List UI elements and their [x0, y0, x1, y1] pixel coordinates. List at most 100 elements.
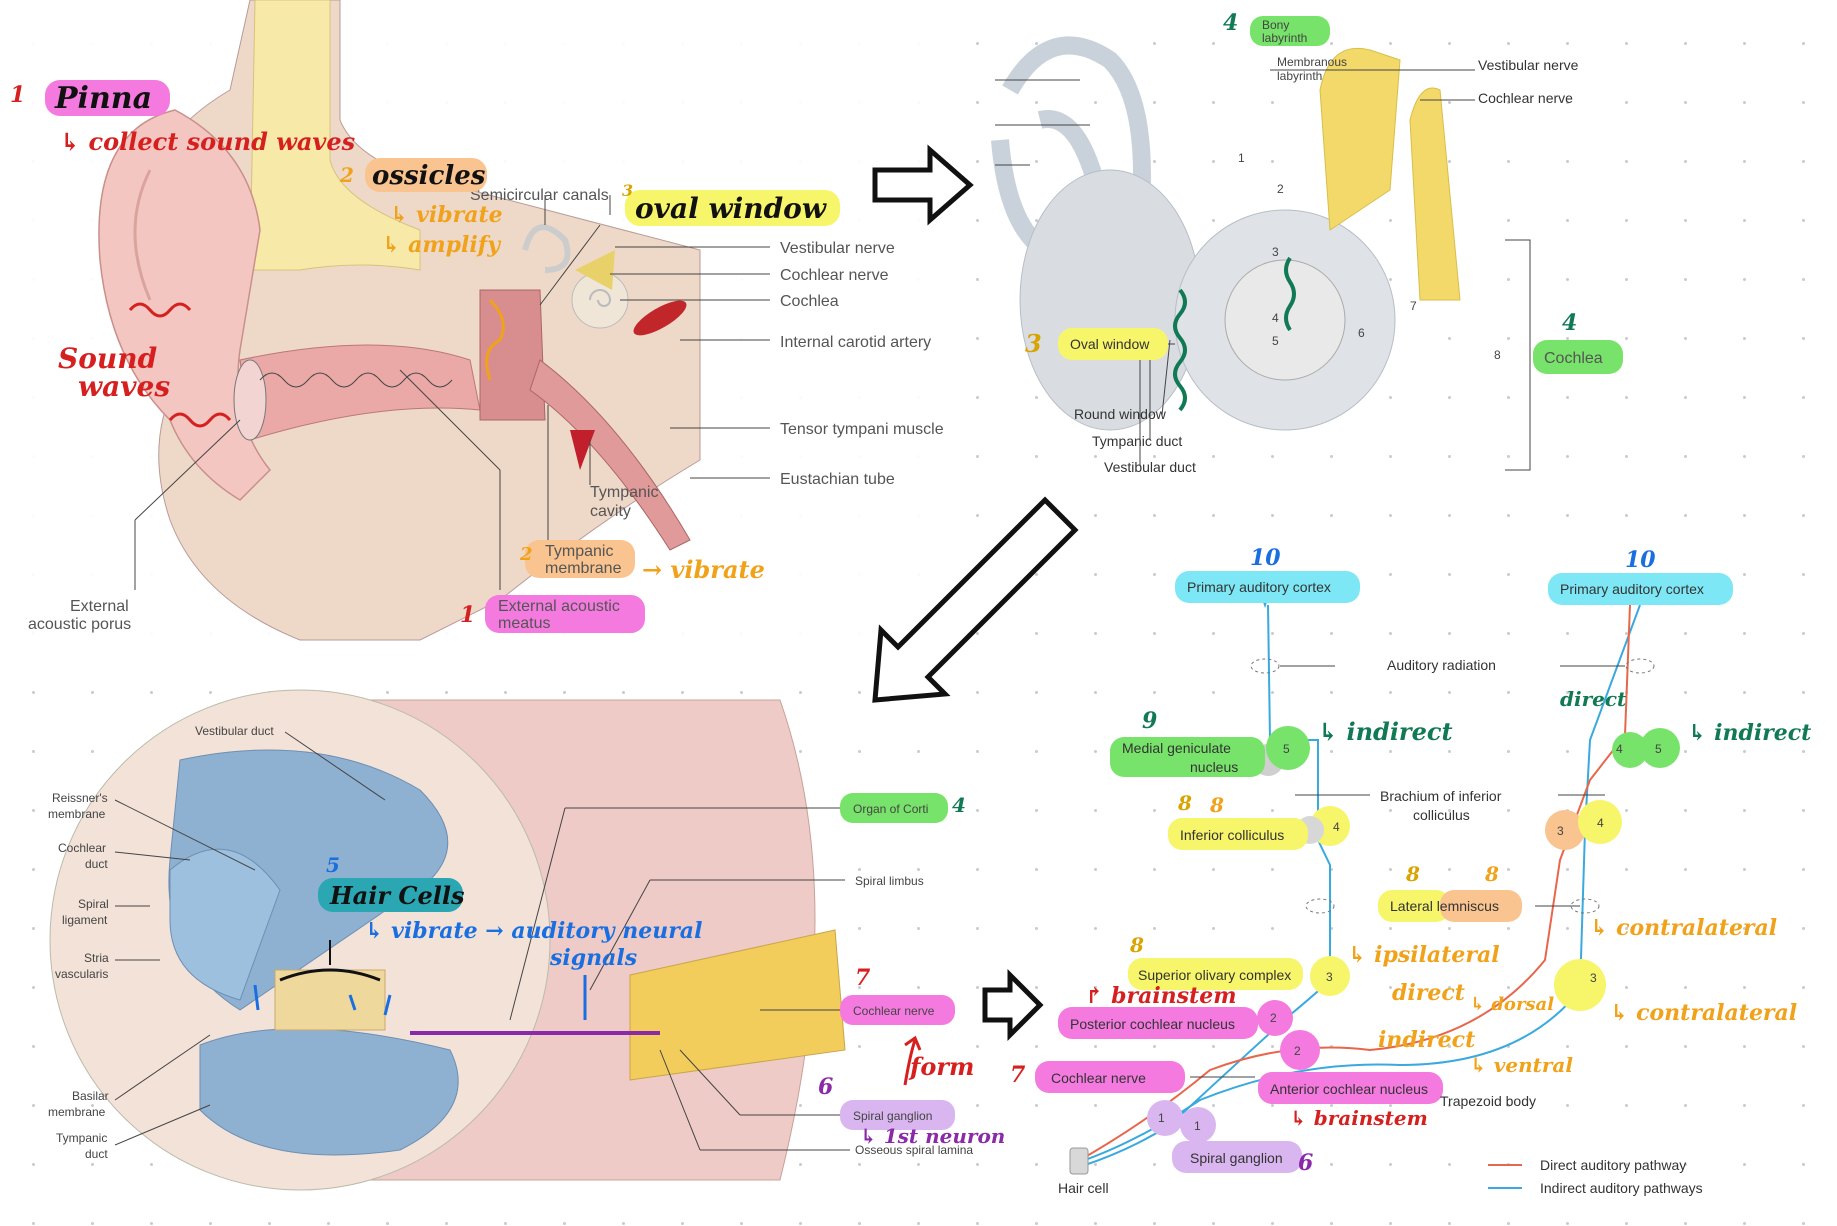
label-membranous-2: labyrinth [1277, 69, 1322, 83]
hw-signals: signals [549, 945, 637, 971]
hw-num-8a: 8 [1177, 791, 1192, 815]
leader-organ-of-corti-1 [509, 807, 566, 1021]
node-5-right-bg [1640, 728, 1680, 768]
label-bony-labyrinth-2: labyrinth [1262, 31, 1307, 45]
hw-tympanic-vibrate: → vibrate [642, 555, 765, 584]
label-tympanic-membrane-1: Tympanic [545, 543, 613, 560]
label-anterior-cochlear: Anterior cochlear nucleus [1270, 1081, 1428, 1097]
legend-direct: Direct auditory pathway [1540, 1157, 1686, 1173]
label-bony-labyrinth-1: Bony [1262, 18, 1289, 32]
cochlea-bracket [1505, 239, 1531, 471]
label-vestibular-duct: Vestibular duct [195, 724, 274, 738]
hw-first-neuron: ↳ 1st neuron [860, 1124, 1005, 1148]
box-posterior-cochlear [1058, 1007, 1258, 1039]
label-inferior-colliculus: Inferior colliculus [1180, 827, 1284, 843]
cochlea-spiral [589, 289, 612, 307]
cochlea-panel: Bony labyrinth 4 Membranous labyrinth Ve… [991, 10, 1623, 475]
legend-indirect: Indirect auditory pathways [1540, 1180, 1703, 1196]
box-pac-left [1175, 571, 1360, 603]
leader-meatus-1 [399, 369, 501, 471]
hw-num-7: 7 [1010, 1062, 1026, 1088]
hw-sound: Sound [58, 342, 157, 375]
label-vestibular-duct: Vestibular duct [1104, 459, 1196, 475]
highlight-hair-cells [318, 878, 463, 912]
marker-4: 4 [1272, 311, 1279, 325]
hw-num-10-right: 10 [1625, 547, 1656, 573]
node-3c: 3 [1590, 971, 1597, 985]
label-semicircular-canals: Semicircular canals [470, 187, 609, 204]
arrow-down-left [872, 496, 1079, 703]
highlight-tympanic-membrane [525, 540, 635, 578]
leader-spiral-limbus-1 [589, 879, 651, 991]
label-cochlea: Cochlea [1544, 350, 1603, 367]
label-cochlear-duct-1: Cochlear [58, 841, 106, 855]
label-brachium-2: colliculus [1413, 807, 1470, 823]
box-anterior-cochlear [1258, 1072, 1443, 1104]
auditory-pathway-panel: 5 5 4 4 4 3 3 3 2 2 1 1 Primary auditory… [1010, 545, 1811, 1196]
hw-num-10-left: 10 [1250, 545, 1281, 571]
vestibular-nerve-shape [1319, 47, 1401, 231]
marker-6: 6 [1358, 326, 1365, 340]
label-stria-2: vascularis [55, 967, 108, 981]
highlight-oval-window [1058, 328, 1168, 360]
leader-tympanic-duct [114, 1104, 211, 1146]
label-spiral-ganglion: Spiral ganglion [853, 1109, 932, 1123]
hw-num-1-pinna: 1 [10, 82, 25, 108]
leader-cochlear-duct [114, 851, 191, 861]
label-spiral-limbus: Spiral limbus [855, 874, 924, 888]
hair-cell-arrows [253, 984, 392, 1016]
highlight-cochlea [1533, 340, 1623, 374]
hw-brainstem-2: ↳ brainstem [1290, 1106, 1428, 1130]
node-1a: 1 [1158, 1111, 1165, 1125]
label-basilar-2: membrane [48, 1105, 106, 1119]
label-cochlear-duct-2: duct [85, 857, 108, 871]
hw-dorsal: ↳ dorsal [1470, 994, 1554, 1015]
label-auditory-radiation: Auditory radiation [1387, 657, 1496, 673]
node-4b-right-bg [1578, 800, 1622, 844]
lemniscus-marker-right [1570, 898, 1600, 914]
hw-ossicles: ossicles [372, 161, 486, 191]
vestibule-shape [1019, 169, 1201, 431]
label-superior-olivary: Superior olivary complex [1138, 967, 1291, 983]
hw-num-8d: 8 [1484, 862, 1499, 886]
hw-num-6-ganglion: 6 [818, 1074, 833, 1100]
hw-contralateral-2: ↳ contralateral [1610, 1000, 1797, 1026]
hw-vibrate: ↳ vibrate [390, 202, 503, 228]
marker-5: 5 [1272, 334, 1279, 348]
semicircular-canals-shape [522, 224, 571, 273]
label-tympanic-membrane-2: membrane [545, 560, 622, 577]
hw-num-4-bony: 4 [1223, 10, 1238, 36]
label-spiral-ganglion: Spiral ganglion [1190, 1150, 1283, 1166]
label-membranous-1: Membranous [1277, 55, 1347, 69]
label-internal-carotid-artery: Internal carotid artery [780, 334, 931, 351]
leader-semicircular [544, 195, 611, 225]
node-2a: 2 [1270, 1011, 1277, 1025]
node-4a: 4 [1616, 742, 1623, 756]
organ-of-corti-shape [274, 969, 386, 1031]
hw-num-9: 9 [1142, 708, 1157, 734]
lemniscus-marker-left [1305, 898, 1335, 914]
hw-indirect-2: ↳ indirect [1688, 720, 1811, 746]
hw-indirect-1: ↳ indirect [1318, 717, 1453, 746]
node-5a: 5 [1283, 742, 1290, 756]
hw-direct: direct [1392, 980, 1465, 1006]
label-cochlear-nerve: Cochlear nerve [780, 267, 889, 284]
leader-porus-1 [134, 419, 241, 521]
label-tympanic-cavity-2: cavity [590, 503, 631, 520]
node-4b: 4 [1333, 820, 1340, 834]
hw-num-2-tympanic: 2 [519, 544, 533, 565]
label-trapezoid-body: Trapezoid body [1440, 1093, 1536, 1109]
label-external-porus-1: External [70, 598, 129, 615]
highlight-pinna [45, 80, 170, 116]
leader-reissners [114, 799, 256, 871]
form-arrow [903, 1035, 922, 1086]
sound-wave-outer-2 [128, 302, 192, 318]
hw-num-2-ossicles: 2 [339, 163, 354, 187]
eustachian-tube-shape [529, 359, 691, 551]
hw-hair-cells: Hair Cells [329, 881, 465, 910]
marker-3: 3 [1272, 245, 1279, 259]
label-spiral-ligament-2: ligament [62, 913, 108, 927]
hw-amplify: ↳ amplify [382, 232, 502, 258]
label-osseous-lamina: Osseous spiral lamina [855, 1143, 973, 1157]
